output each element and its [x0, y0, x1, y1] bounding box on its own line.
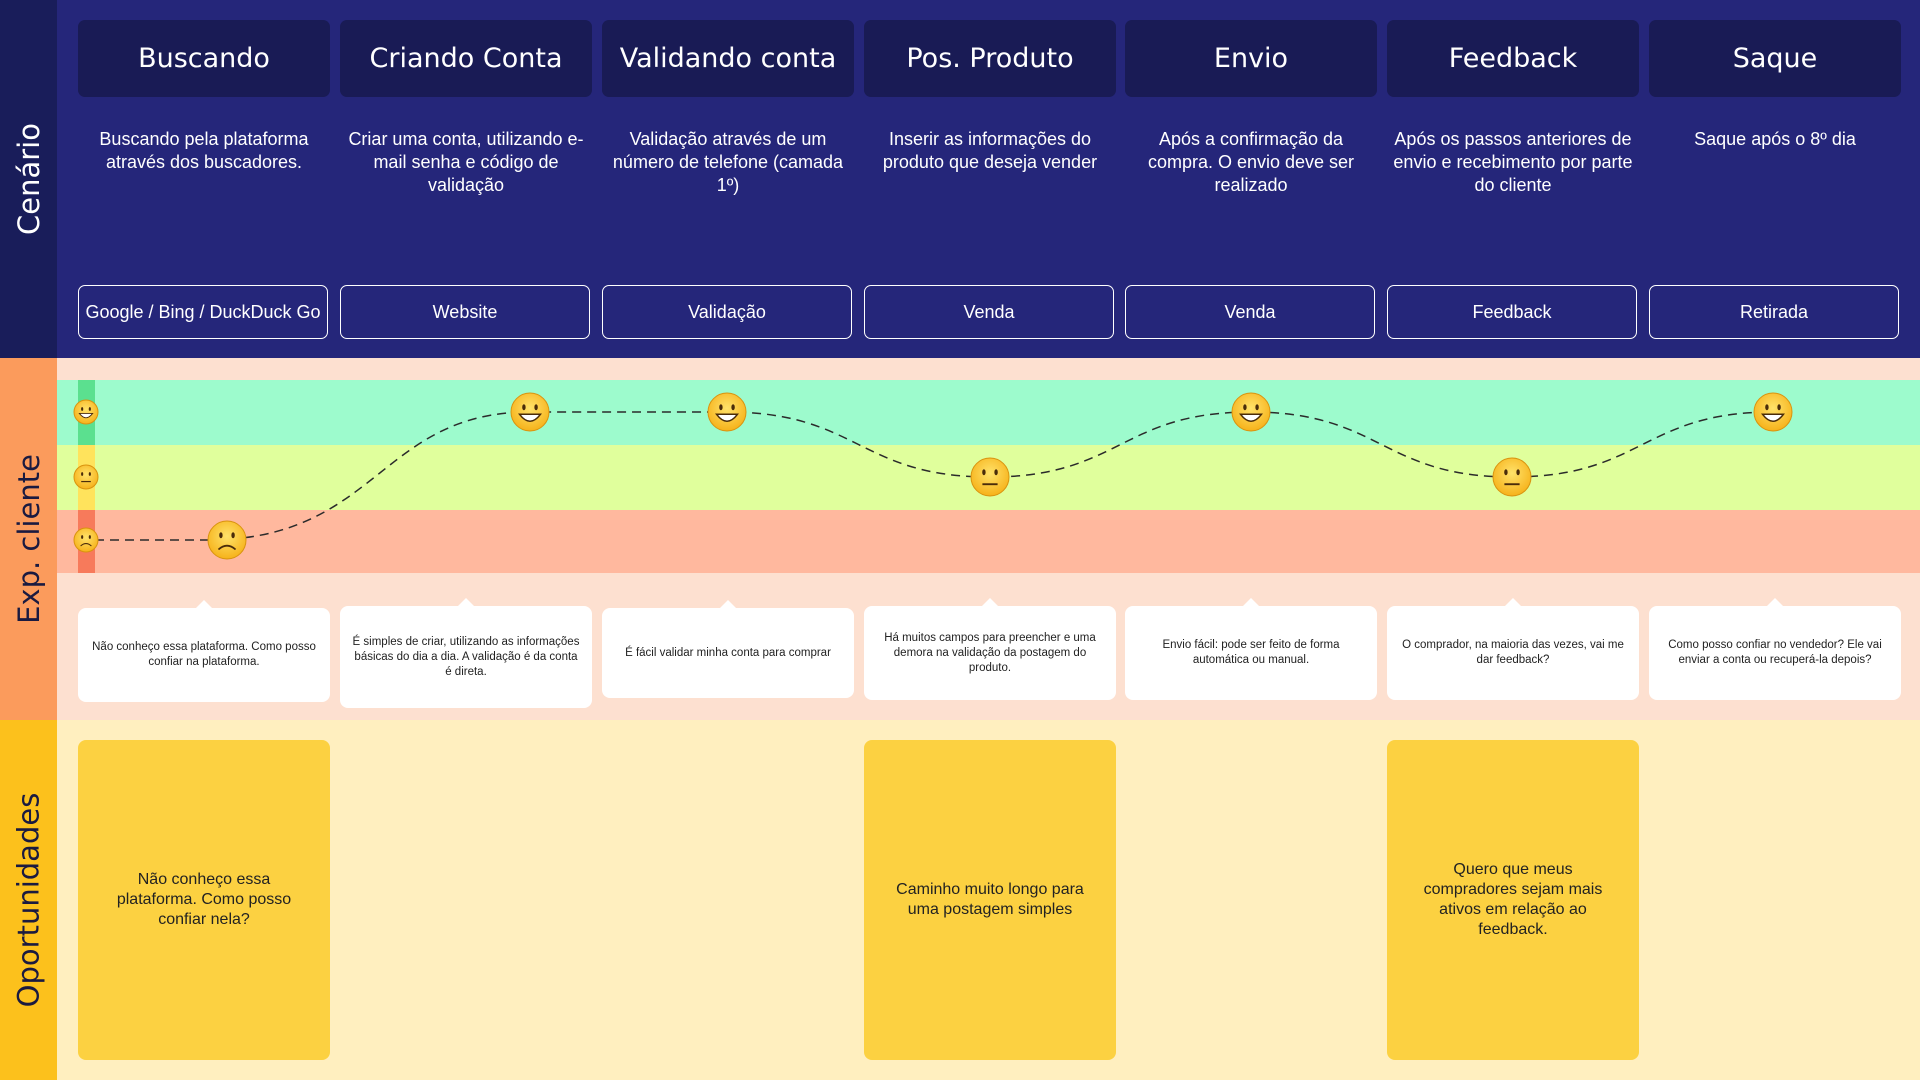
- stage-title: Saque: [1649, 20, 1901, 97]
- customer-thought-bubble: Não conheço essa plataforma. Como posso …: [78, 600, 330, 702]
- stage-title: Envio: [1125, 20, 1377, 97]
- stage-title: Feedback: [1387, 20, 1639, 97]
- stage-title: Validando conta: [602, 20, 854, 97]
- legend-neutral-face-icon: [73, 464, 99, 490]
- stage-channel-tag: Google / Bing / DuckDuck Go: [78, 285, 328, 339]
- emotion-row-sad: [57, 510, 1920, 573]
- customer-thought-bubble: É simples de criar, utilizando as inform…: [340, 598, 592, 708]
- stage-channel-tag: Feedback: [1387, 285, 1637, 339]
- neutral-face-icon: [970, 457, 1010, 497]
- grinning-face-icon: [1753, 392, 1793, 432]
- legend-grinning-face-icon: [73, 399, 99, 425]
- stage-title: Pos. Produto: [864, 20, 1116, 97]
- customer-thought-bubble: Como posso confiar no vendedor? Ele vai …: [1649, 598, 1901, 700]
- stage-channel-tag: Venda: [864, 285, 1114, 339]
- stage-title: Buscando: [78, 20, 330, 97]
- customer-thought-bubble: O comprador, na maioria das vezes, vai m…: [1387, 598, 1639, 700]
- emotion-row-happy: [57, 380, 1920, 445]
- stage-title: Criando Conta: [340, 20, 592, 97]
- stage-description: Buscando pela plataforma através dos bus…: [99, 129, 309, 172]
- stage-description: Criar uma conta, utilizando e-mail senha…: [348, 129, 584, 195]
- stage-description: Inserir as informações do produto que de…: [882, 129, 1098, 172]
- stage-channel-tag: Validação: [602, 285, 852, 339]
- stage-description: Após a confirmação da compra. O envio de…: [1147, 129, 1355, 195]
- stage-description: Após os passos anteriores de envio e rec…: [1393, 129, 1633, 195]
- opportunity-card: Caminho muito longo para uma postagem si…: [864, 740, 1116, 1060]
- band-label-opp: Oportunidades: [0, 720, 57, 1080]
- grinning-face-icon: [510, 392, 550, 432]
- grinning-face-icon: [1231, 392, 1271, 432]
- stage-channel-tag: Website: [340, 285, 590, 339]
- neutral-face-icon: [1492, 457, 1532, 497]
- grinning-face-icon: [707, 392, 747, 432]
- opportunity-card: Quero que meus compradores sejam mais at…: [1387, 740, 1639, 1060]
- band-label-cenario: Cenário: [0, 0, 57, 358]
- stage-description: Validação através de um número de telefo…: [612, 129, 844, 195]
- opportunity-card: Não conheço essa plataforma. Como posso …: [78, 740, 330, 1060]
- legend-frowning-face-icon: [73, 527, 99, 553]
- band-exp-cliente: Exp. cliente Não conheço essa plataforma…: [0, 358, 1920, 720]
- stage-channel-tag: Venda: [1125, 285, 1375, 339]
- band-oportunidades: Oportunidades Não conheço essa plataform…: [0, 720, 1920, 1080]
- stage-channel-tag: Retirada: [1649, 285, 1899, 339]
- stage-description: Saque após o 8º dia: [1694, 129, 1856, 149]
- customer-thought-bubble: Há muitos campos para preencher e uma de…: [864, 598, 1116, 700]
- customer-thought-bubble: É fácil validar minha conta para comprar: [602, 600, 854, 698]
- frowning-face-icon: [207, 520, 247, 560]
- customer-thought-bubble: Envio fácil: pode ser feito de forma aut…: [1125, 598, 1377, 700]
- band-label-exp: Exp. cliente: [0, 358, 57, 720]
